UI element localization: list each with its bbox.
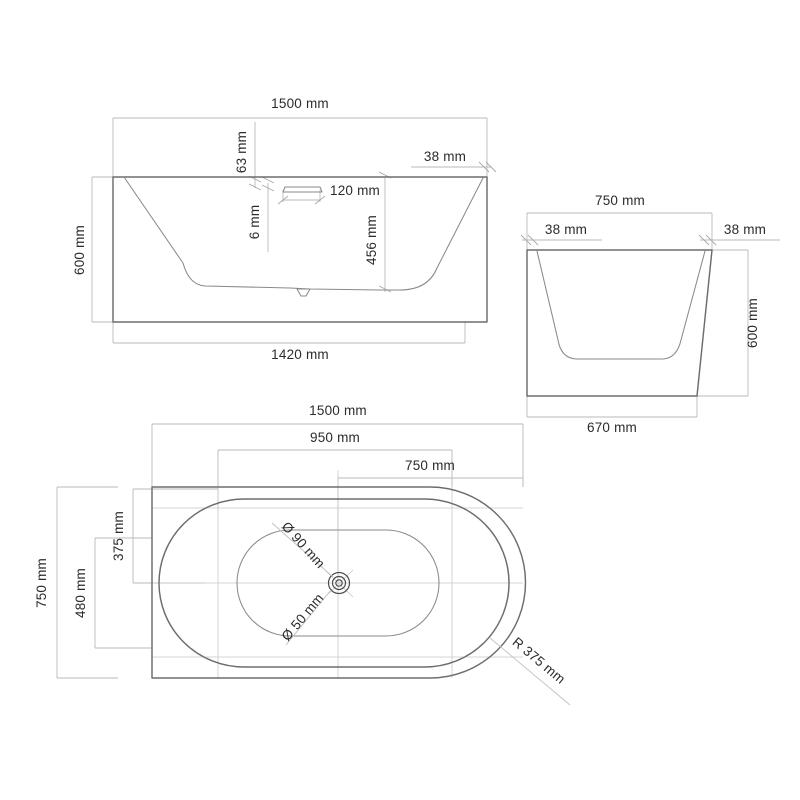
- front-elevation-view: 1500 mm 600 mm 1420 mm 63 mm: [72, 96, 497, 362]
- side-overall-depth-label: 750 mm: [595, 193, 645, 208]
- side-basin-profile: [536, 250, 706, 360]
- front-height-dimension: 600 mm: [72, 176, 113, 323]
- front-drain-nub: [296, 288, 311, 297]
- front-overflow-width-label: 120 mm: [330, 183, 380, 198]
- front-basin-profile: [123, 176, 484, 291]
- drain-inner-circle: [335, 579, 343, 587]
- plan-overall-width-dimension: 750 mm: [34, 486, 118, 679]
- plan-drain-inner-diameter-dimension: Ø 50 mm: [279, 589, 332, 646]
- plan-drain-outer-diameter-dimension: Ø 90 mm: [271, 519, 334, 578]
- plan-overall-length-label: 1500 mm: [309, 403, 367, 418]
- side-base-depth-label: 670 mm: [587, 420, 637, 435]
- front-base-width-label: 1420 mm: [271, 347, 329, 362]
- plan-drain-top-offset-dimension: 375 mm: [111, 488, 218, 584]
- drain-mid-circle: [331, 575, 347, 591]
- plan-basin-length-dimension: 950 mm: [217, 430, 453, 510]
- front-wall-thickness-label: 38 mm: [424, 149, 466, 164]
- side-height-dimension: 600 mm: [697, 249, 760, 397]
- front-overflow-width-dimension: 120 mm: [277, 183, 380, 205]
- side-wall-left-dimension: 38 mm: [520, 222, 602, 246]
- front-body-outline: [112, 176, 488, 323]
- front-overflow-height-label: 6 mm: [247, 205, 262, 240]
- plan-basin-width-dimension: 480 mm: [73, 537, 152, 649]
- plan-body-outline: [151, 486, 527, 679]
- side-wall-right-label: 38 mm: [724, 222, 766, 237]
- front-overflow-height-dimension: 6 mm: [247, 176, 275, 252]
- front-rim-overflow-dimension: 63 mm: [234, 122, 262, 191]
- side-height-label: 600 mm: [745, 298, 760, 348]
- plan-drain-offset-label: 750 mm: [405, 458, 455, 473]
- plan-basin-width-label: 480 mm: [73, 568, 88, 618]
- plan-drain-offset-dimension: 750 mm: [337, 458, 524, 580]
- side-overall-depth-dimension: 750 mm: [526, 193, 713, 250]
- plan-overall-width-label: 750 mm: [34, 558, 49, 608]
- front-interior-depth-dimension: 456 mm: [364, 171, 392, 293]
- drain-outer-circle: [327, 571, 351, 595]
- side-wall-right-dimension: 38 mm: [698, 222, 780, 246]
- plan-drain-top-offset-label: 375 mm: [111, 511, 126, 561]
- front-height-label: 600 mm: [72, 225, 87, 275]
- plan-rim-outline: [158, 498, 510, 668]
- front-rim-overflow-label: 63 mm: [234, 131, 249, 173]
- front-overflow-slot: [282, 186, 323, 193]
- front-base-width-dimension: 1420 mm: [112, 322, 466, 362]
- plan-basin-outline: [236, 529, 440, 637]
- plan-drain-outer-label: Ø 90 mm: [279, 519, 328, 571]
- plan-basin-length-label: 950 mm: [310, 430, 360, 445]
- front-wall-thickness-dimension: 38 mm: [411, 149, 497, 173]
- front-overall-width-dimension: 1500 mm: [112, 96, 488, 177]
- plan-overall-length-dimension: 1500 mm: [151, 403, 524, 487]
- front-interior-depth-label: 456 mm: [364, 215, 379, 265]
- side-wall-left-label: 38 mm: [545, 222, 587, 237]
- front-overall-width-label: 1500 mm: [271, 96, 329, 111]
- plan-view: 1500 mm 950 mm 750 mm 750 mm: [34, 403, 571, 706]
- side-base-depth-dimension: 670 mm: [526, 396, 698, 435]
- side-elevation-view: 750 mm 38 mm 38 mm 600 mm 67: [520, 193, 780, 435]
- plan-construction-lines: [152, 470, 523, 678]
- side-body-outline: [526, 249, 713, 397]
